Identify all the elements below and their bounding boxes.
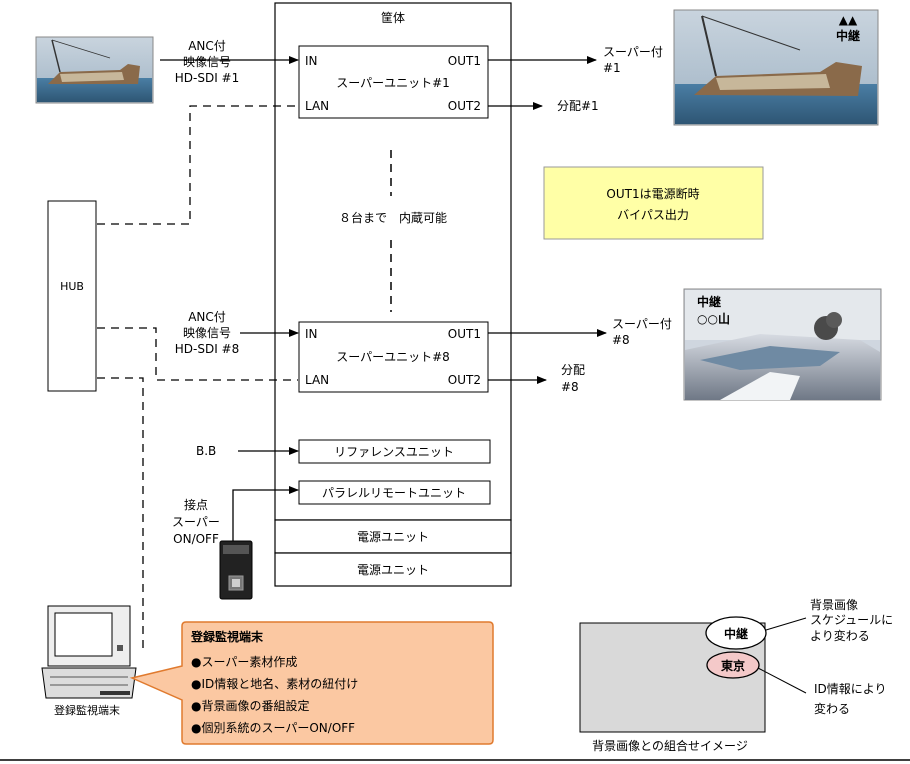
unit1-in-label: IN bbox=[305, 54, 318, 68]
unit8-name: スーパーユニット#8 bbox=[336, 350, 450, 364]
super-unit-1 bbox=[298, 45, 489, 119]
callout-item-2: ●ID情報と地名、素材の紐付け bbox=[191, 676, 358, 691]
unit1-lan-label: LAN bbox=[305, 99, 329, 113]
svg-text:#8: #8 bbox=[561, 380, 579, 394]
callout-item-3: ●背景画像の番組設定 bbox=[191, 698, 309, 713]
combo-note-id: ID情報により 変わる bbox=[814, 682, 887, 716]
svg-text:ANC付: ANC付 bbox=[188, 39, 226, 53]
parallel-remote-unit bbox=[298, 480, 491, 505]
contact-switch-device bbox=[219, 540, 253, 600]
reference-unit bbox=[298, 439, 491, 464]
combo-top-badge-ring bbox=[705, 616, 767, 650]
input-signal-1-label: ANC付 映像信号 HD-SDI #1 bbox=[175, 39, 240, 85]
svg-text:スーパー付: スーパー付 bbox=[612, 317, 672, 331]
bypass-note-line1: OUT1は電源断時 bbox=[606, 186, 699, 201]
combo-bottom-badge: 東京 bbox=[721, 658, 745, 673]
combo-note-bg-leader bbox=[765, 617, 807, 631]
output-dist-8-label: 分配 #8 bbox=[561, 363, 585, 394]
power-unit-1-label: 電源ユニット bbox=[357, 530, 429, 544]
unit8-out1-label: OUT1 bbox=[448, 327, 481, 341]
svg-text:ANC付: ANC付 bbox=[188, 310, 226, 324]
svg-text:ON/OFF: ON/OFF bbox=[173, 532, 219, 546]
svg-text:スケジュールに: スケジュールに bbox=[810, 613, 893, 627]
bypass-note-line2: バイパス出力 bbox=[617, 208, 689, 222]
unit1-out2-label: OUT2 bbox=[448, 99, 481, 113]
unit8-lan-label: LAN bbox=[305, 373, 329, 387]
callout-item-1: ●スーパー素材作成 bbox=[191, 655, 297, 669]
unit8-out2-label: OUT2 bbox=[448, 373, 481, 387]
capacity-note: ８台まで 内蔵可能 bbox=[339, 210, 447, 225]
combo-caption: 背景画像との組合せイメージ bbox=[592, 738, 748, 753]
power-unit-2-label: 電源ユニット bbox=[357, 563, 429, 577]
svg-text:#1: #1 bbox=[603, 61, 621, 75]
terminal-computer-icon bbox=[41, 605, 137, 699]
bypass-note-box bbox=[543, 166, 764, 240]
chassis-title: 筐体 bbox=[381, 10, 405, 25]
callout-title: 登録監視端末 bbox=[190, 629, 264, 644]
terminal-callout bbox=[129, 621, 494, 745]
svg-text:映像信号: 映像信号 bbox=[183, 326, 231, 340]
svg-text:背景画像: 背景画像 bbox=[810, 598, 858, 612]
combo-note-bg: 背景画像 スケジュールに より変わる bbox=[810, 598, 893, 643]
reference-unit-label: リファレンスユニット bbox=[334, 445, 454, 459]
svg-text:#8: #8 bbox=[612, 333, 630, 347]
contact-input-label: 接点 スーパー ON/OFF bbox=[172, 497, 220, 546]
thumb1-overlay-text: 中継 bbox=[836, 28, 860, 43]
combo-note-id-leader bbox=[757, 667, 807, 694]
hub-box bbox=[47, 200, 97, 392]
output-ship-thumbnail: ▲▲ 中継 bbox=[673, 9, 879, 126]
svg-text:ID情報により: ID情報により bbox=[814, 682, 887, 696]
thumb8-overlay-line2: ○○山 bbox=[697, 311, 730, 326]
unit1-name: スーパーユニット#1 bbox=[336, 76, 450, 90]
power-unit-2 bbox=[274, 552, 512, 587]
input-signal-8-label: ANC付 映像信号 HD-SDI #8 bbox=[175, 310, 240, 356]
svg-text:変わる: 変わる bbox=[814, 701, 850, 716]
lan-line-unit1 bbox=[97, 105, 298, 225]
super-unit-8 bbox=[298, 321, 489, 393]
svg-text:HD-SDI #1: HD-SDI #1 bbox=[175, 71, 240, 85]
unit1-out1-label: OUT1 bbox=[448, 54, 481, 68]
thumb8-overlay-line1: 中継 bbox=[697, 294, 721, 309]
svg-text:HD-SDI #8: HD-SDI #8 bbox=[175, 342, 240, 356]
svg-text:スーパー: スーパー bbox=[172, 515, 220, 529]
combo-bottom-badge-ring bbox=[706, 651, 760, 679]
output-dist-1-label: 分配#1 bbox=[557, 99, 599, 113]
thumb1-marks: ▲▲ bbox=[839, 13, 858, 27]
svg-text:接点: 接点 bbox=[184, 497, 208, 512]
unit8-in-label: IN bbox=[305, 327, 318, 341]
output-super-1-label: スーパー付 #1 bbox=[603, 45, 663, 75]
lan-line-unit8 bbox=[97, 327, 298, 381]
callout-item-4: ●個別系統のスーパーON/OFF bbox=[191, 721, 355, 735]
parallel-remote-unit-label: パラレルリモートユニット bbox=[322, 486, 466, 500]
output-super-8-label: スーパー付 #8 bbox=[612, 317, 672, 347]
terminal-label: 登録監視端末 bbox=[54, 703, 120, 717]
svg-text:映像信号: 映像信号 bbox=[183, 55, 231, 69]
svg-text:分配: 分配 bbox=[561, 363, 585, 377]
input-ship-thumbnail bbox=[35, 36, 154, 104]
bb-label: B.B bbox=[196, 444, 216, 458]
contact-arrow bbox=[232, 486, 299, 541]
combo-top-badge: 中継 bbox=[724, 626, 748, 641]
power-unit-1 bbox=[274, 519, 512, 554]
hub-label: HUB bbox=[60, 280, 84, 293]
lan-line-terminal bbox=[97, 377, 144, 652]
output-volcano-thumbnail: 中継 ○○山 bbox=[683, 288, 882, 401]
svg-text:スーパー付: スーパー付 bbox=[603, 45, 663, 59]
svg-text:より変わる: より変わる bbox=[810, 628, 870, 643]
